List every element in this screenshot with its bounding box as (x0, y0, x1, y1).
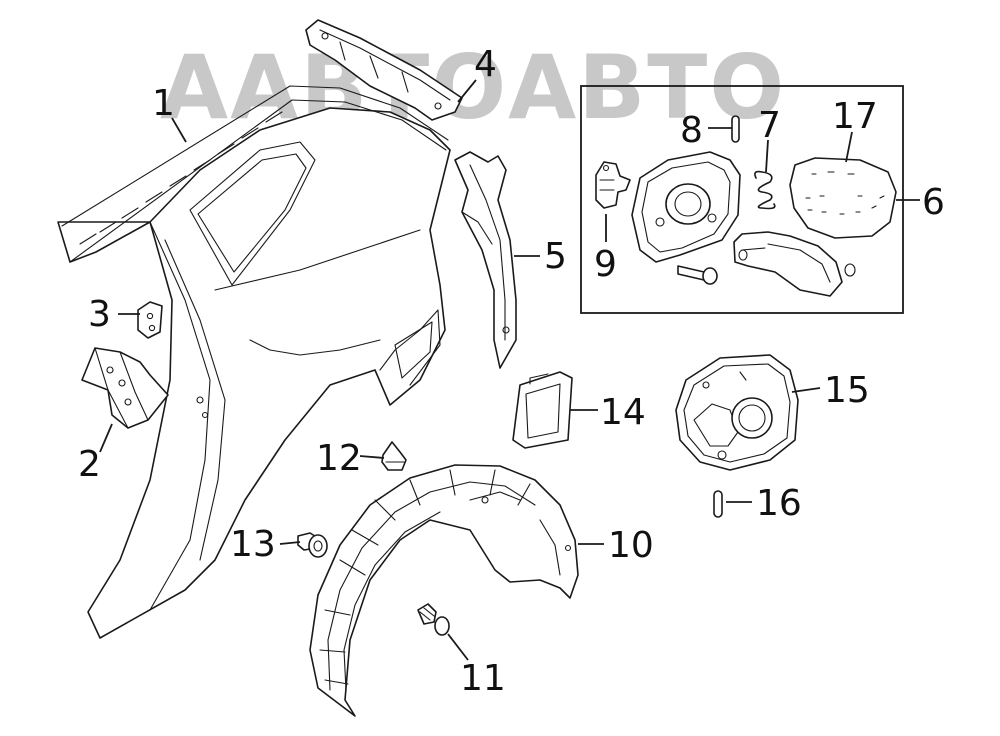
bolt-inset (677, 265, 718, 285)
callout-5: 5 (544, 236, 567, 277)
quarter-panel (57, 85, 451, 639)
hinge-arm (733, 231, 856, 297)
fuel-door-base (631, 151, 741, 263)
callout-7: 7 (758, 105, 781, 146)
callout-3: 3 (88, 294, 111, 335)
callout-4: 4 (474, 44, 497, 85)
pillar-reinforcement-part-5 (454, 151, 517, 369)
wheelhouse-liner-part-10 (309, 464, 579, 717)
fuel-door-lid-part-17 (789, 157, 897, 239)
callout-9: 9 (594, 244, 617, 285)
callout-11: 11 (460, 658, 506, 699)
callout-numbers: 1 2 3 4 5 6 7 8 9 10 11 12 13 14 15 16 1… (78, 44, 945, 699)
fuel-door-housing-part-15 (675, 354, 799, 471)
callout-12: 12 (316, 438, 362, 479)
watermark-logo: ААВТОАВТО (160, 36, 786, 139)
callout-14: 14 (600, 392, 646, 433)
bracket-part-2 (81, 347, 169, 429)
callout-16: 16 (756, 483, 802, 524)
callout-17: 17 (832, 96, 878, 137)
callout-2: 2 (78, 444, 101, 485)
screw-part-11 (417, 603, 450, 636)
leader-lines (99, 79, 920, 661)
pin-part-8 (731, 115, 740, 143)
reinforcement-part-4 (305, 19, 463, 121)
callout-1: 1 (152, 83, 175, 124)
pin-part-16 (713, 490, 723, 518)
actuator-part-9 (595, 161, 631, 209)
grommet-part-13 (297, 532, 328, 558)
callout-8: 8 (680, 110, 703, 151)
small-bracket-part-3 (137, 301, 163, 339)
callout-10: 10 (608, 525, 654, 566)
callout-13: 13 (230, 524, 276, 565)
panel-part-14 (512, 371, 573, 449)
callout-6: 6 (922, 182, 945, 223)
callout-15: 15 (824, 370, 870, 411)
clip-part-12 (381, 441, 407, 471)
spring-part-7 (754, 170, 776, 210)
